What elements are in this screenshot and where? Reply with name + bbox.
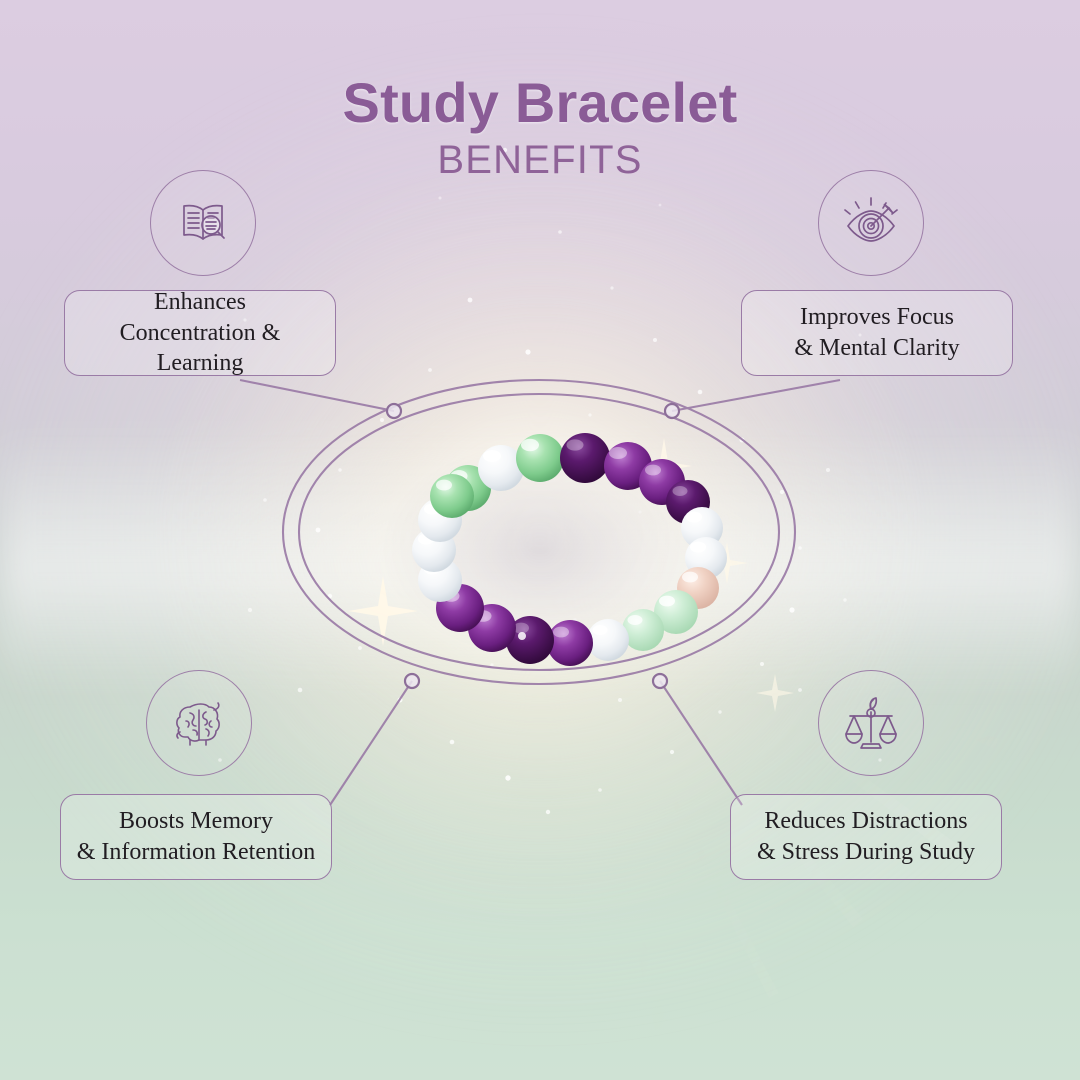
- benefit-label-text: Improves Focus & Mental Clarity: [794, 304, 960, 361]
- bead: [622, 609, 664, 651]
- benefit-label-text: Boosts Memory & Information Retention: [76, 808, 316, 865]
- benefit-icon-focus: [818, 170, 924, 276]
- connector-line-stress: [659, 680, 743, 806]
- connector-line-memory: [329, 680, 413, 806]
- bead: [560, 433, 610, 483]
- balance-scale-leaf-icon: [845, 697, 897, 749]
- benefit-label-concentration[interactable]: Enhances Concentration & Learning: [64, 288, 336, 377]
- benefit-icon-memory: [146, 670, 252, 776]
- benefit-label-text: Reduces Distractions & Stress During Stu…: [756, 808, 975, 865]
- benefit-label-text: Enhances Concentration & Learning: [119, 288, 281, 377]
- bead: [516, 434, 564, 482]
- connector-line-focus: [671, 378, 841, 413]
- bracelet-image: [380, 433, 727, 666]
- connector-node-focus: [663, 402, 681, 420]
- eye-target-icon: [844, 197, 898, 242]
- connector-line-concentration: [239, 378, 395, 413]
- bead: [430, 474, 474, 518]
- benefit-label-stress[interactable]: Reduces Distractions & Stress During Stu…: [730, 794, 1002, 880]
- bead: [506, 616, 554, 664]
- page-subtitle: BENEFITS: [437, 137, 643, 182]
- oval-inner: [297, 392, 781, 672]
- book-magnifier-icon: [183, 204, 225, 240]
- title-block: Study Bracelet BENEFITS: [0, 71, 1080, 182]
- benefit-icon-stress: [818, 670, 924, 776]
- benefit-label-memory[interactable]: Boosts Memory & Information Retention: [60, 794, 332, 880]
- oval-outer: [281, 378, 797, 686]
- connector-node-memory: [403, 672, 421, 690]
- benefit-icon-concentration: [150, 170, 256, 276]
- bead: [654, 590, 698, 634]
- connector-node-stress: [651, 672, 669, 690]
- bead: [587, 619, 629, 661]
- benefit-label-focus[interactable]: Improves Focus & Mental Clarity: [741, 290, 1013, 376]
- page-title: Study Bracelet: [342, 71, 738, 134]
- bead: [478, 445, 524, 491]
- bead: [547, 620, 593, 666]
- brain-icon: [176, 702, 220, 746]
- connector-node-concentration: [385, 402, 403, 420]
